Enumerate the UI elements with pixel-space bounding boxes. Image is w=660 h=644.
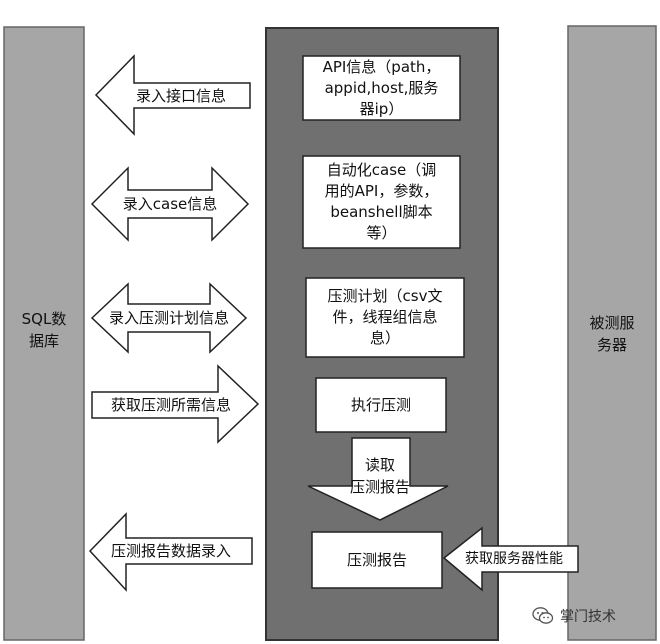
record-case-label: 录入case信息	[122, 195, 218, 213]
execute-test-box	[315, 377, 447, 433]
fetch-info-arrow	[91, 364, 260, 444]
read-report-label: 读取 压测报告	[349, 456, 410, 496]
load-test-plan-text: 压测计划（csv文 件，线程组信息 息）	[327, 287, 443, 347]
api-info-text: API信息（path， appid,host,服务 器ip）	[322, 57, 441, 118]
wechat-icon	[532, 607, 554, 624]
record-api-label: 录入接口信息	[135, 86, 226, 105]
load-test-plan-box	[305, 277, 465, 358]
record-api-arrow	[94, 54, 251, 136]
report-text: 压测报告	[346, 550, 407, 569]
server-perf-arrow	[442, 526, 579, 592]
watermark-text: 掌门技术	[560, 609, 616, 625]
server-block	[567, 25, 657, 641]
sql-database-block	[3, 26, 85, 641]
watermark: 掌门技术	[532, 604, 616, 628]
execute-test-text: 执行压测	[350, 395, 411, 414]
report-box	[311, 531, 443, 589]
api-info-box	[302, 55, 461, 121]
server-perf-label: 获取服务器性能	[465, 551, 563, 567]
sql-database-label: SQL数 据库	[21, 310, 67, 350]
record-case-arrow	[90, 166, 250, 242]
server-label: 被测服 务器	[589, 314, 635, 354]
automation-case-box	[302, 155, 461, 249]
record-report-arrow	[88, 512, 253, 592]
record-plan-arrow	[90, 282, 248, 354]
read-report-arrow	[307, 437, 449, 521]
record-report-label: 压测报告数据录入	[110, 542, 231, 560]
record-plan-label: 录入压测计划信息	[108, 309, 229, 327]
fetch-info-label: 获取压测所需信息	[110, 396, 231, 414]
automation-case-text: 自动化case（调 用的API，参数， beanshell脚本 等）	[324, 161, 439, 242]
